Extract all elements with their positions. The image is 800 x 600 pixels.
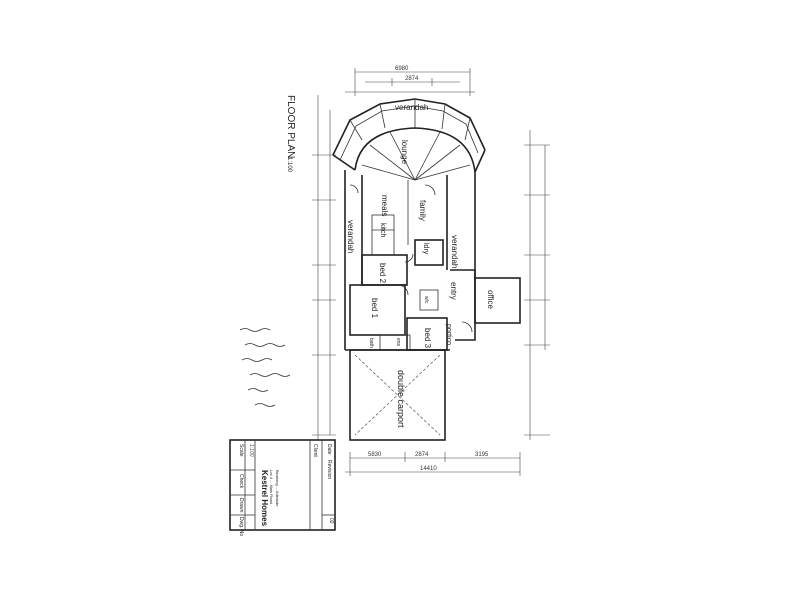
drawing-title: FLOOR PLAN <box>285 95 296 158</box>
left-dimension-lines <box>312 95 336 440</box>
room-meals: meals <box>380 195 389 216</box>
dim-bottom-mid: 2874 <box>415 452 429 458</box>
title-sheet-no: 02 <box>328 518 334 524</box>
company-name: Kestrel Homes <box>260 470 269 527</box>
curved-verandah <box>332 98 486 181</box>
bottom-dimension-lines: 5830 2874 3195 14410 <box>345 452 521 476</box>
dim-bottom-right: 3195 <box>475 452 489 458</box>
room-bath: bath <box>368 338 374 348</box>
room-ens: ens <box>395 338 401 347</box>
title-date-label: Date <box>326 444 332 455</box>
room-verandah-top: verandah <box>395 103 428 112</box>
room-bed3: bed 3 <box>423 328 432 349</box>
room-lounge: lounge <box>400 140 409 165</box>
company-state: Binalong ... Adelaide <box>275 470 280 507</box>
title-drawn-label: Drawn <box>238 498 244 513</box>
drawing-scale: 1:100 <box>286 157 292 173</box>
right-dimension-lines <box>524 130 550 440</box>
title-client-label: Client <box>312 444 318 457</box>
title-revision-label: Revision <box>326 460 332 479</box>
room-bed2: bed 2 <box>378 263 387 284</box>
title-scale-label: Scale <box>238 444 244 457</box>
room-portico: portico <box>445 324 452 345</box>
room-verandah-right: verandah <box>450 235 459 268</box>
title-scale-value: 1:100 <box>248 444 254 457</box>
room-family: family <box>418 200 427 221</box>
dim-bottom-overall: 14410 <box>420 466 437 472</box>
room-bed1: bed 1 <box>370 298 379 319</box>
room-ldry: ldry <box>422 243 429 255</box>
dim-bottom-left: 5830 <box>368 452 382 458</box>
title-block: Kestrel Homes Lot 4 ... Main Road Binalo… <box>229 439 336 536</box>
title-dwg-label: Dwg. No <box>238 517 244 536</box>
title-check-label: Check <box>238 474 244 489</box>
room-office: office <box>486 290 495 310</box>
room-double-carport: double carport <box>396 370 406 428</box>
room-wc: w/c <box>423 296 429 304</box>
house-walls <box>344 170 521 441</box>
room-verandah-left: verandah <box>346 220 355 253</box>
handwritten-notes <box>239 328 291 407</box>
company-address: Lot 4 ... Main Road <box>269 470 274 504</box>
room-kitchen: kitch <box>379 223 386 238</box>
dim-top-mid: 2874 <box>405 76 419 82</box>
top-dimension-lines: 6980 2874 <box>345 66 475 96</box>
dim-top-overall: 6980 <box>395 66 409 72</box>
room-entry: entry <box>449 282 458 300</box>
